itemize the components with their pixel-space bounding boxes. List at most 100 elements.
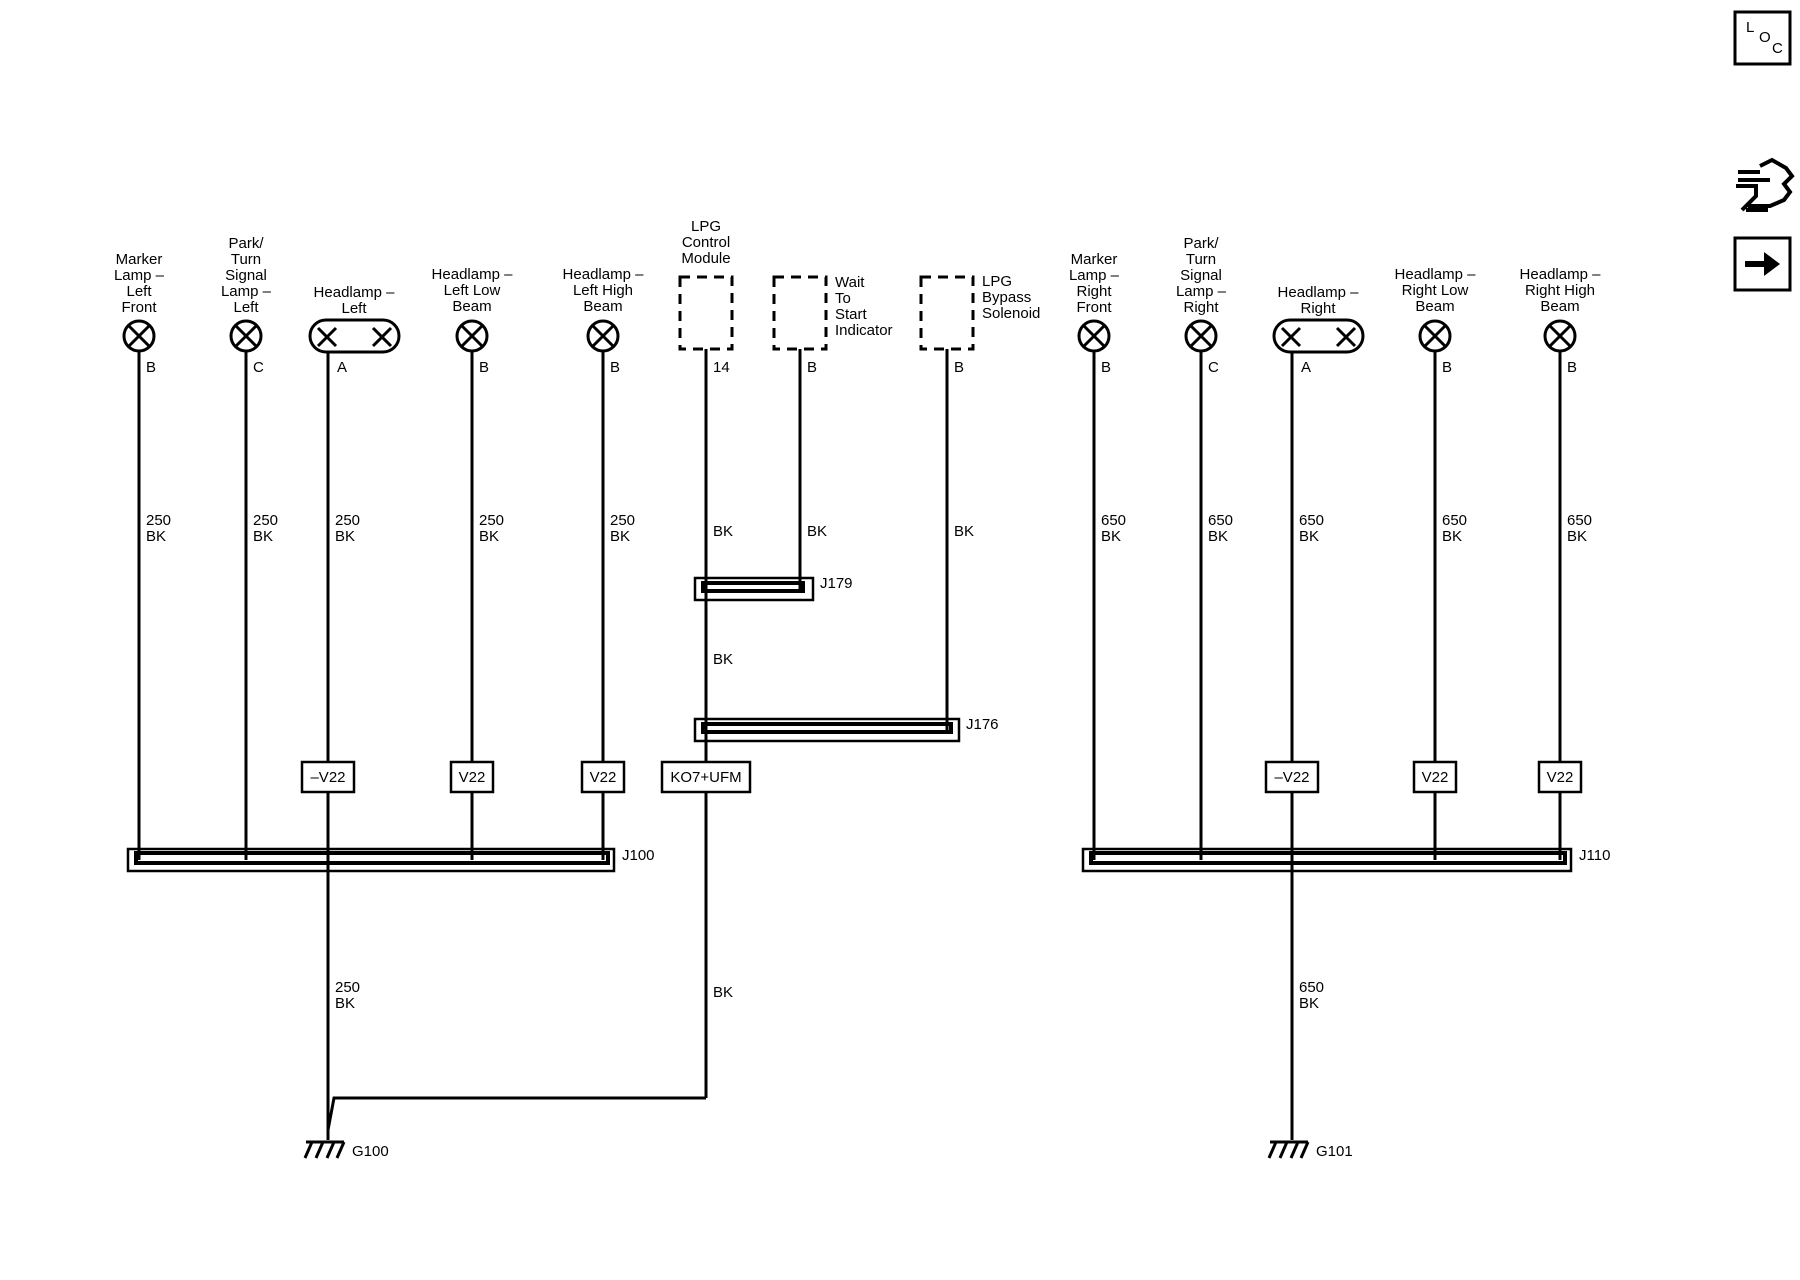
option-box-headlamp-right (1264, 760, 1320, 794)
wire-size-g100-left: 250 (335, 979, 360, 996)
label-headlamp-left-high-3: Beam (583, 298, 622, 315)
label-headlamp-right-high-2: Right High (1525, 282, 1595, 299)
option-label-lpg: KO7+UFM (670, 769, 741, 786)
splice-label-j179: J179 (820, 575, 853, 592)
wire-color-headlamp-left-high: BK (610, 528, 630, 545)
label-headlamp-right-low-1: Headlamp – (1395, 266, 1477, 283)
headlamp-left-high-symbol (586, 319, 620, 353)
pin-marker-lamp-right: B (1101, 359, 1111, 376)
option-label-headlamp-left-low: V22 (459, 769, 486, 786)
label-headlamp-left-high-2: Left High (573, 282, 633, 299)
pin-headlamp-left: A (337, 359, 347, 376)
wire-color-g101: BK (1299, 995, 1319, 1012)
wire-color-lpg-control-module: BK (713, 523, 733, 540)
label-marker-lamp-right-front-2: Lamp – (1069, 267, 1120, 284)
label-marker-lamp-left-front-4: Front (121, 299, 157, 316)
label-marker-lamp-right-front-4: Front (1076, 299, 1112, 316)
pin-wait-to-start: B (807, 359, 817, 376)
label-park-turn-right-5: Right (1183, 299, 1219, 316)
label-lpg-bypass-2: Bypass (982, 289, 1031, 306)
park-turn-lamp-right-symbol (1184, 319, 1218, 353)
splice-label-j176: J176 (966, 716, 999, 733)
label-marker-lamp-left-front-3: Left (126, 283, 152, 300)
option-label-headlamp-left-high: V22 (590, 769, 617, 786)
label-lpg-bypass-3: Solenoid (982, 305, 1040, 322)
wire-size-park-turn-left: 250 (253, 512, 278, 529)
option-box-headlamp-left-low (449, 760, 495, 794)
wire-color-marker-lamp-left: BK (146, 528, 166, 545)
wire-color-lpg-bypass: BK (954, 523, 974, 540)
wire-color-headlamp-right-high: BK (1567, 528, 1587, 545)
headlamp-left-symbol (308, 318, 401, 354)
label-lpg-bypass-1: LPG (982, 273, 1012, 290)
pin-headlamp-left-low: B (479, 359, 489, 376)
headlamp-right-high-symbol (1543, 319, 1577, 353)
location-icon[interactable]: L O C (1733, 10, 1792, 66)
ground-g100-symbol (303, 1140, 346, 1159)
ground-label-g101: G101 (1316, 1143, 1353, 1160)
label-park-turn-right-1: Park/ (1183, 235, 1219, 252)
wire-size-headlamp-right-high: 650 (1567, 512, 1592, 529)
label-park-turn-left-3: Signal (225, 267, 267, 284)
wire-color-wait-to-start: BK (807, 523, 827, 540)
label-headlamp-right-1: Headlamp – (1278, 284, 1360, 301)
option-label-headlamp-right-low: V22 (1422, 769, 1449, 786)
ground-label-g100: G100 (352, 1143, 389, 1160)
pin-marker-lamp-left: B (146, 359, 156, 376)
label-park-turn-left-2: Turn (231, 251, 261, 268)
pin-headlamp-right-low: B (1442, 359, 1452, 376)
label-marker-lamp-right-front-1: Marker (1071, 251, 1118, 268)
label-headlamp-right-low-3: Beam (1415, 298, 1454, 315)
park-turn-lamp-left-symbol (229, 319, 263, 353)
wire-color-headlamp-left: BK (335, 528, 355, 545)
option-box-headlamp-right-high (1537, 760, 1583, 794)
pin-headlamp-right: A (1301, 359, 1311, 376)
location-icon-letter-o: O (1759, 29, 1771, 46)
splice-j100 (126, 847, 616, 873)
headlamp-left-low-symbol (455, 319, 489, 353)
label-marker-lamp-left-front-1: Marker (116, 251, 163, 268)
label-headlamp-right-high-3: Beam (1540, 298, 1579, 315)
label-marker-lamp-right-front-3: Right (1076, 283, 1112, 300)
label-headlamp-right-high-1: Headlamp – (1520, 266, 1602, 283)
headlamp-right-symbol (1272, 318, 1365, 354)
label-park-turn-right-3: Signal (1180, 267, 1222, 284)
wire-size-headlamp-right-low: 650 (1442, 512, 1467, 529)
option-box-lpg (660, 760, 752, 794)
label-wait-to-start-1: Wait (835, 274, 865, 291)
wire-size-marker-lamp-right: 650 (1101, 512, 1126, 529)
marker-lamp-left-front-symbol (122, 319, 156, 353)
wire-color-headlamp-left-low: BK (479, 528, 499, 545)
splice-j110 (1081, 847, 1573, 873)
label-headlamp-left-low-2: Left Low (444, 282, 501, 299)
splice-j176 (693, 717, 961, 743)
label-lpg-control-module-3: Module (681, 250, 730, 267)
lpg-bypass-solenoid-box (919, 275, 975, 351)
wire-color-park-turn-left: BK (253, 528, 273, 545)
pin-lpg-bypass: B (954, 359, 964, 376)
pin-headlamp-left-high: B (610, 359, 620, 376)
label-wait-to-start-3: Start (835, 306, 868, 323)
pin-lpg-control-module: 14 (713, 359, 730, 376)
label-wait-to-start-4: Indicator (835, 322, 893, 339)
pin-headlamp-right-high: B (1567, 359, 1577, 376)
splice-label-j110: J110 (1579, 847, 1610, 864)
label-headlamp-left-high-1: Headlamp – (563, 266, 645, 283)
label-park-turn-left-1: Park/ (228, 235, 264, 252)
wire-lpg-to-g100 (326, 1096, 706, 1131)
splice-label-j100: J100 (622, 847, 655, 864)
label-park-turn-left-5: Left (233, 299, 259, 316)
option-box-headlamp-left (300, 760, 356, 794)
hand-pointing-icon[interactable] (1736, 157, 1795, 212)
lpg-control-module-box (678, 275, 734, 351)
label-park-turn-right-4: Lamp – (1176, 283, 1227, 300)
location-icon-letter-l: L (1746, 19, 1754, 36)
wire-size-headlamp-right: 650 (1299, 512, 1324, 529)
pin-park-turn-left: C (253, 359, 264, 376)
wire-color-park-turn-right: BK (1208, 528, 1228, 545)
splice-j179 (693, 576, 815, 602)
wire-color-g100-left: BK (335, 995, 355, 1012)
wire-size-headlamp-left-high: 250 (610, 512, 635, 529)
wire-size-g101: 650 (1299, 979, 1324, 996)
right-arrow-icon[interactable] (1733, 236, 1792, 292)
